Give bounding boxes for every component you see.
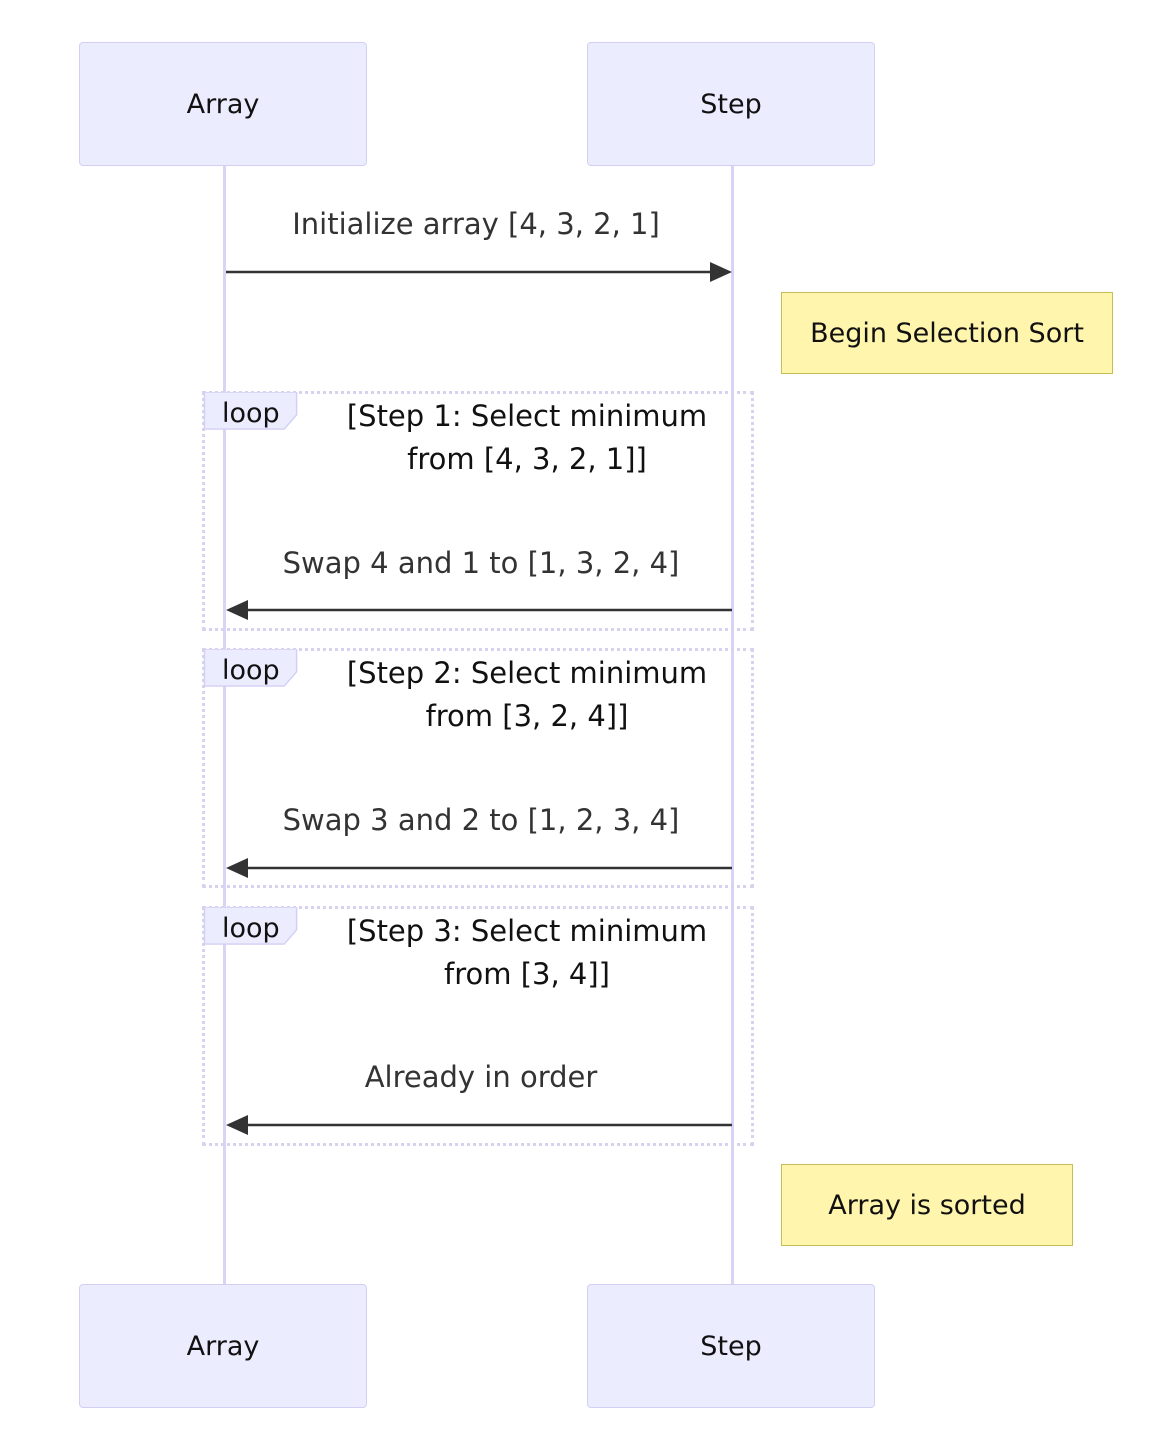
message-label-1: Initialize array [4, 3, 2, 1] (292, 207, 660, 241)
loop-tag-shape-2 (203, 649, 298, 687)
message-arrow-4 (226, 1115, 732, 1135)
actor-array-top: Array (79, 42, 367, 166)
actor-step-bottom: Step (587, 1284, 875, 1408)
loop-tag-label-3: loop (222, 913, 280, 944)
actor-step-top: Step (587, 42, 875, 166)
loop-frame-3 (202, 906, 754, 1146)
loop-condition-2: [Step 2: Select minimum from [3, 2, 4]] (346, 656, 708, 733)
loop-condition-1: [Step 1: Select minimum from [4, 3, 2, 1… (346, 399, 708, 476)
message-arrow-2 (226, 600, 732, 620)
note-end: Array is sorted (781, 1164, 1073, 1246)
loop-tag-shape-3 (203, 907, 298, 945)
loop-tag-shape-1 (203, 392, 298, 430)
loop-tag-label-2: loop (222, 655, 280, 686)
message-arrow-3 (226, 858, 732, 878)
message-label-2: Swap 4 and 1 to [1, 3, 2, 4] (282, 546, 680, 580)
loop-frame-1 (202, 391, 754, 631)
lifeline-step (731, 166, 734, 1286)
loop-frame-2 (202, 648, 754, 888)
actor-array-bottom: Array (79, 1284, 367, 1408)
note-begin: Begin Selection Sort (781, 292, 1113, 374)
message-label-4: Already in order (364, 1060, 598, 1094)
message-label-3: Swap 3 and 2 to [1, 2, 3, 4] (282, 803, 680, 837)
loop-tag-label-1: loop (222, 398, 280, 429)
message-arrow-1 (226, 262, 732, 282)
lifeline-array (223, 166, 226, 1286)
loop-condition-3: [Step 3: Select minimum from [3, 4]] (346, 914, 708, 991)
